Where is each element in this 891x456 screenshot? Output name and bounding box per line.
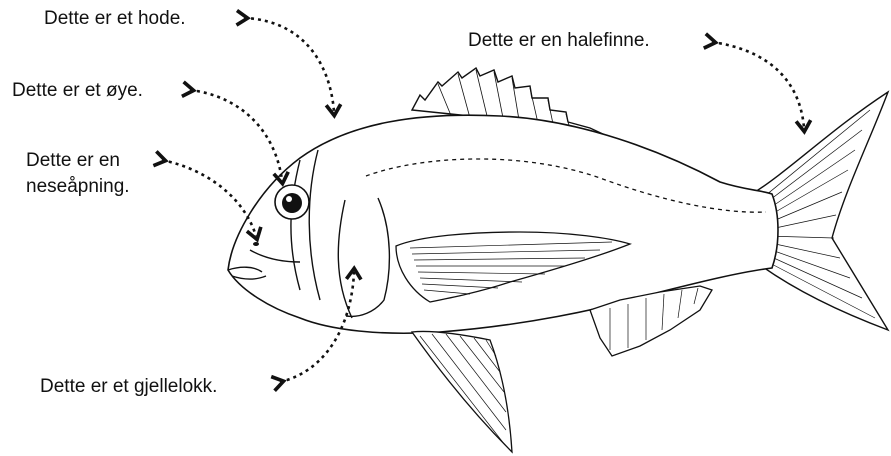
label-head: Dette er et hode. — [44, 6, 186, 32]
label-eye: Dette er et øye. — [12, 78, 143, 104]
label-tail-fin: Dette er en halefinne. — [468, 28, 650, 54]
arrow-eye — [190, 90, 282, 180]
arrow-nostril — [162, 160, 256, 236]
pelvic-fin — [412, 331, 512, 452]
label-nostril: Dette er en neseåpning. — [26, 148, 130, 199]
fish-nostril — [253, 242, 259, 246]
arrow-tail-fin — [712, 42, 804, 128]
fish-eye — [275, 185, 309, 219]
arrow-head — [244, 18, 334, 112]
label-gill-cover: Dette er et gjellelokk. — [40, 374, 217, 400]
